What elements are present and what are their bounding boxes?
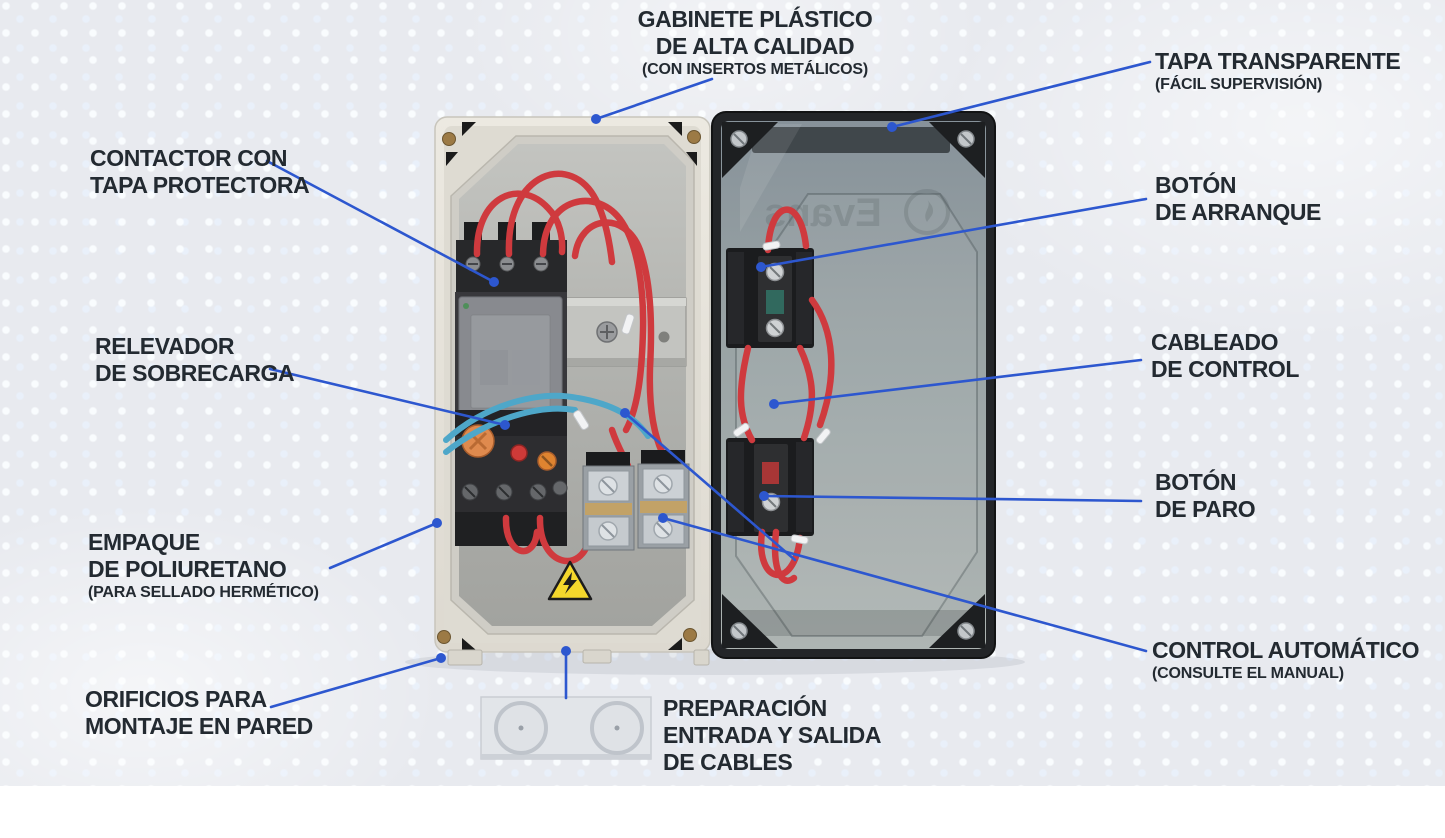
label-line: EMPAQUE: [88, 529, 200, 555]
leader-orificios: [269, 656, 443, 709]
high-voltage-warning-icon: [547, 560, 593, 601]
power-wires-red: [473, 170, 666, 565]
leader-control-a: [661, 516, 1148, 653]
rail-hole: [658, 331, 670, 343]
label-line: CONTROL AUTOMÁTICO: [1152, 637, 1420, 663]
label-preparacion-cables: PREPARACIÓN ENTRADA Y SALIDA DE CABLES: [663, 695, 881, 776]
mounting-ears: [447, 649, 710, 666]
leader-empaque: [328, 521, 439, 570]
label-note: (FÁCIL SUPERVISIÓN): [1155, 76, 1323, 93]
label-line: DE SOBRECARGA: [95, 360, 295, 386]
leader-control-b: [623, 411, 797, 562]
overload-relay: [455, 410, 568, 546]
label-cableado-control: CABLEADO DE CONTROL: [1151, 329, 1299, 383]
relay-stop-button: [510, 444, 528, 462]
right-enclosure-covered: Evans: [711, 111, 996, 659]
label-tapa-transparente: TAPA TRANSPARENTE (FÁCIL SUPERVISIÓN): [1155, 48, 1401, 94]
label-line: CONTACTOR CON: [90, 145, 288, 171]
label-control-automatico: CONTROL AUTOMÁTICO (CONSULTE EL MANUAL): [1152, 637, 1419, 683]
corner-wedges: [446, 122, 697, 650]
start-button-window: [766, 290, 784, 314]
label-empaque: EMPAQUE DE POLIURETANO (PARA SELLADO HER…: [88, 529, 319, 602]
label-line: RELEVADOR: [95, 333, 235, 359]
label-line: CABLEADO: [1151, 329, 1279, 355]
start-button-block: [726, 248, 814, 348]
leader-tapa: [890, 60, 1152, 129]
stop-button-block: [726, 438, 814, 536]
label-gabinete-plastico: GABINETE PLÁSTICO DE ALTA CALIDAD (CON I…: [580, 6, 930, 79]
label-contactor: CONTACTOR CON TAPA PROTECTORA: [90, 145, 310, 199]
label-line: BOTÓN: [1155, 469, 1237, 495]
label-line: DE CONTROL: [1151, 356, 1300, 382]
callout-dots: [432, 114, 897, 663]
leader-contactor: [265, 159, 496, 284]
label-line: DE POLIURETANO: [88, 556, 287, 582]
label-line: MONTAJE EN PARED: [85, 713, 313, 739]
label-line: DE ARRANQUE: [1155, 199, 1321, 225]
leader-gabinete: [594, 77, 714, 121]
label-boton-arranque: BOTÓN DE ARRANQUE: [1155, 172, 1321, 226]
label-note: (CONSULTE EL MANUAL): [1152, 665, 1344, 682]
cover-cable-ties: [733, 240, 831, 545]
label-line: ORIFICIOS PARA: [85, 686, 267, 712]
label-line: PREPARACIÓN: [663, 695, 827, 721]
terminal-blocks: [582, 450, 690, 551]
label-line: DE PARO: [1155, 496, 1256, 522]
brand-flame-icon: [904, 189, 950, 235]
label-line: BOTÓN: [1155, 172, 1237, 198]
label-line: TAPA PROTECTORA: [90, 172, 310, 198]
label-line: DE ALTA CALIDAD: [655, 33, 855, 59]
cable-knockout-plate: [480, 696, 652, 760]
leader-cableado: [772, 358, 1143, 406]
stop-button-window: [762, 462, 779, 484]
label-line: ENTRADA Y SALIDA: [663, 722, 882, 748]
cover-top-slot: [752, 127, 950, 153]
left-enclosure-open-box: [434, 116, 711, 666]
callout-lines: [265, 60, 1152, 709]
label-line: GABINETE PLÁSTICO: [637, 6, 873, 32]
leader-relevador: [268, 367, 507, 427]
label-orificios: ORIFICIOS PARA MONTAJE EN PARED: [85, 686, 313, 740]
leader-paro: [762, 494, 1143, 503]
leader-arranque: [759, 197, 1148, 269]
label-line: DE CABLES: [663, 749, 793, 775]
label-note: (PARA SELLADO HERMÉTICO): [88, 584, 319, 601]
label-relevador: RELEVADOR DE SOBRECARGA: [95, 333, 295, 387]
label-line: TAPA TRANSPARENTE: [1155, 48, 1401, 74]
label-note: (CON INSERTOS METÁLICOS): [641, 61, 869, 78]
label-boton-paro: BOTÓN DE PARO: [1155, 469, 1256, 523]
cable-ties: [572, 313, 635, 430]
corner-screws: [437, 130, 701, 644]
